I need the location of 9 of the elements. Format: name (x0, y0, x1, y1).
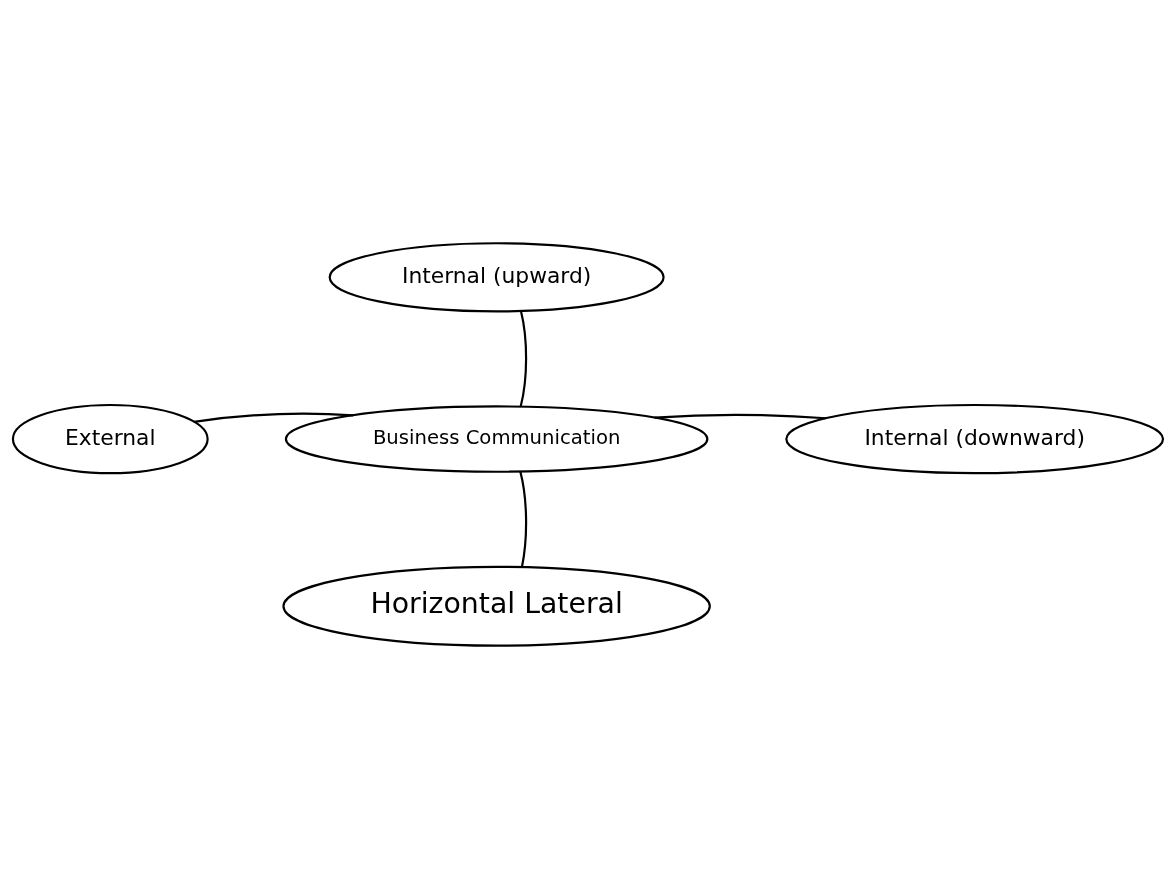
node-ellipse: Business Communication (284, 405, 709, 473)
connector (193, 412, 354, 423)
node-ellipse: Internal (downward) (785, 403, 1165, 475)
connector (519, 471, 528, 568)
node-ellipse: Horizontal Lateral (282, 565, 711, 647)
node-ellipse: External (11, 403, 209, 475)
connector (519, 310, 528, 407)
node-ellipse: Internal (upward) (328, 242, 665, 313)
connector (654, 413, 826, 420)
